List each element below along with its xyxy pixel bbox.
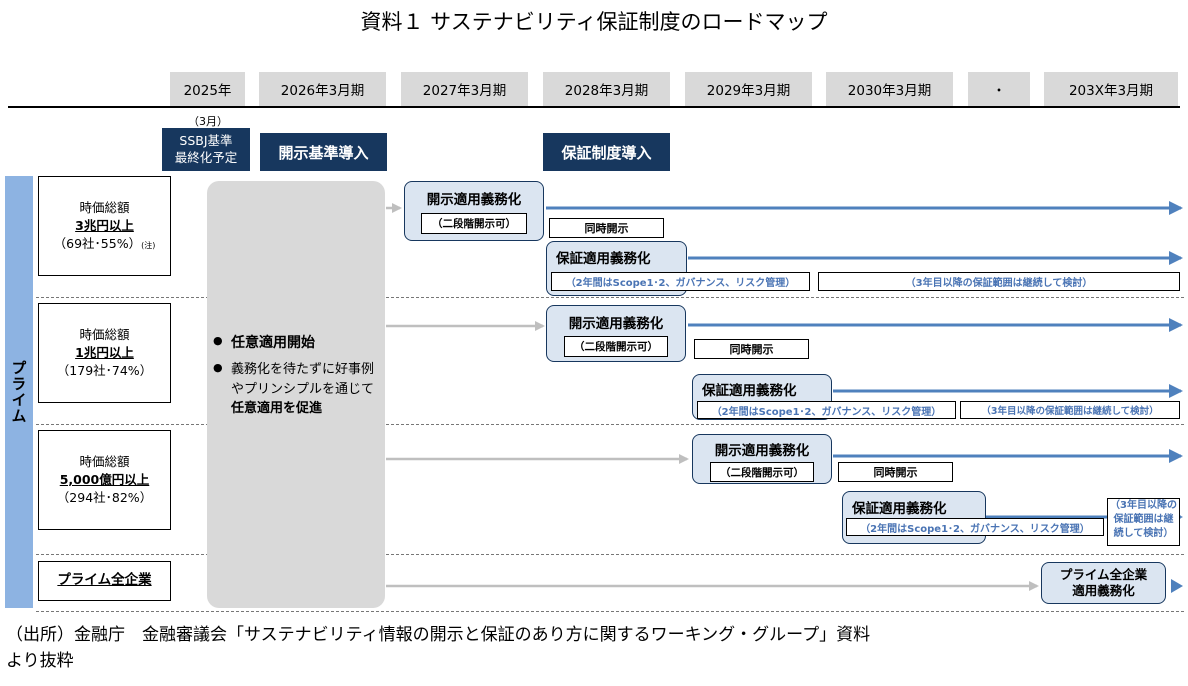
category-amount: 5,000億円以上 (59, 471, 150, 487)
voluntary-promotion-text: 義務化を待たずに好事例やプリンシプルを通じて任意適用を促進 (231, 362, 375, 416)
timeline-axis (8, 106, 1180, 108)
stage-title: 開示適用義務化 (714, 443, 810, 459)
category-count: （179社･74%） (56, 363, 153, 379)
ssbj-milestone-line1: SSBJ基準 (179, 132, 233, 148)
page-title: 資料１ サステナビリティ保証制度のロードマップ (360, 10, 828, 34)
ssbj-month-label: （3月） (188, 115, 228, 128)
voluntary-application-panel: ● 任意適用開始 ● 義務化を待たずに好事例やプリンシプルを通じて任意適用を促進 (207, 181, 385, 608)
assurance-system-milestone: 保証制度導入 (543, 133, 670, 171)
year-cell-2030: 2030年3月期 (826, 72, 953, 106)
category-count: （294社･82%） (56, 490, 153, 506)
disclosure-standard-milestone: 開示基準導入 (260, 133, 387, 171)
year-cell-2026: 2026年3月期 (259, 72, 386, 106)
category-label: 時価総額 (79, 326, 130, 342)
category-label: 時価総額 (79, 453, 130, 469)
stage-title: 保証適用義務化 (852, 501, 947, 517)
source-line1: （出所）金融庁 金融審議会「サステナビリティ情報の開示と保証のあり方に関するワー… (6, 625, 871, 645)
voluntary-start-text: 任意適用開始 (231, 335, 315, 351)
stage-title: 開示適用義務化 (426, 192, 522, 208)
disclosure-mandate-box-row3: 開示適用義務化 （二段階開示可） (692, 434, 832, 484)
voluntary-bullet-1: ● 任意適用開始 (213, 333, 379, 354)
disclosure-mandate-box-row2: 開示適用義務化 （二段階開示可） (546, 305, 686, 362)
assurance-scope-note-row2: （2年間はScope1･2、ガバナンス、リスク管理） (697, 401, 956, 419)
category-500billion: 時価総額 5,000億円以上 （294社･82%） (38, 430, 171, 530)
later-scope-note-row1: （3年目以降の保証範囲は継続して検討） (818, 272, 1180, 291)
disclosure-mandate-box-row1: 開示適用義務化 （二段階開示可） (404, 181, 544, 241)
category-amount: 3兆円以上 (75, 217, 134, 233)
year-cell-ellipsis: ・ (968, 72, 1030, 106)
prime-side-band: プライム (5, 176, 33, 608)
stage-title: 開示適用義務化 (568, 316, 664, 332)
two-stage-note: （二段階開示可） (710, 462, 814, 482)
category-note: (注) (141, 241, 156, 251)
year-cell-2028: 2028年3月期 (543, 72, 670, 106)
simultaneous-note-row2: 同時開示 (694, 339, 809, 359)
category-amount: 1兆円以上 (75, 344, 134, 360)
prime-side-label: プライム (9, 360, 28, 424)
bullet-dot-icon: ● (213, 361, 223, 374)
category-1trillion: 時価総額 1兆円以上 （179社･74%） (38, 303, 171, 403)
prime-all-line1: プライム全企業 (1059, 566, 1148, 582)
two-stage-note: （二段階開示可） (421, 213, 527, 234)
later-scope-note-row3: （3年目以降の 保証範囲は継 続して検討） (1107, 498, 1180, 546)
category-prime-all: プライム全企業 (38, 561, 171, 601)
source-line2: より抜粋 (6, 651, 74, 672)
simultaneous-note-row3: 同時開示 (838, 462, 953, 482)
simultaneous-note-row1: 同時開示 (549, 218, 664, 238)
row-separator (36, 424, 1184, 425)
category-count: （69社･55%）(注) (53, 236, 156, 252)
source-footnote: （出所）金融庁 金融審議会「サステナビリティ情報の開示と保証のあり方に関するワー… (6, 622, 870, 675)
category-label: 時価総額 (79, 199, 130, 215)
two-stage-note: （二段階開示可） (564, 336, 668, 357)
prime-all-mandate-box: プライム全企業 適用義務化 (1041, 562, 1166, 604)
assurance-scope-note-row3: （2年間はScope1･2、ガバナンス、リスク管理） (846, 518, 1104, 536)
later-scope-note-row2: （3年目以降の保証範囲は継続して検討） (960, 401, 1180, 419)
row-separator (36, 297, 1184, 298)
row-separator (36, 554, 1184, 555)
stage-title: 保証適用義務化 (556, 251, 651, 267)
category-3trillion: 時価総額 3兆円以上 （69社･55%）(注) (38, 176, 171, 276)
voluntary-bullet-2: ● 義務化を待たずに好事例やプリンシプルを通じて任意適用を促進 (213, 360, 379, 419)
ssbj-milestone-line2: 最終化予定 (174, 149, 238, 165)
stage-title: 保証適用義務化 (702, 383, 797, 399)
row-separator (36, 611, 1184, 612)
year-cell-2027: 2027年3月期 (401, 72, 528, 106)
year-cell-2029: 2029年3月期 (685, 72, 812, 106)
bullet-dot-icon: ● (213, 334, 223, 347)
year-cell-2025: 2025年 (170, 72, 245, 106)
blue-arrow-prime-all (1171, 579, 1183, 593)
year-cell-203x: 203X年3月期 (1044, 72, 1178, 106)
assurance-scope-note-row1: （2年間はScope1･2、ガバナンス、リスク管理） (551, 272, 810, 291)
ssbj-milestone: SSBJ基準 最終化予定 (162, 128, 250, 171)
prime-all-line2: 適用義務化 (1072, 583, 1135, 598)
